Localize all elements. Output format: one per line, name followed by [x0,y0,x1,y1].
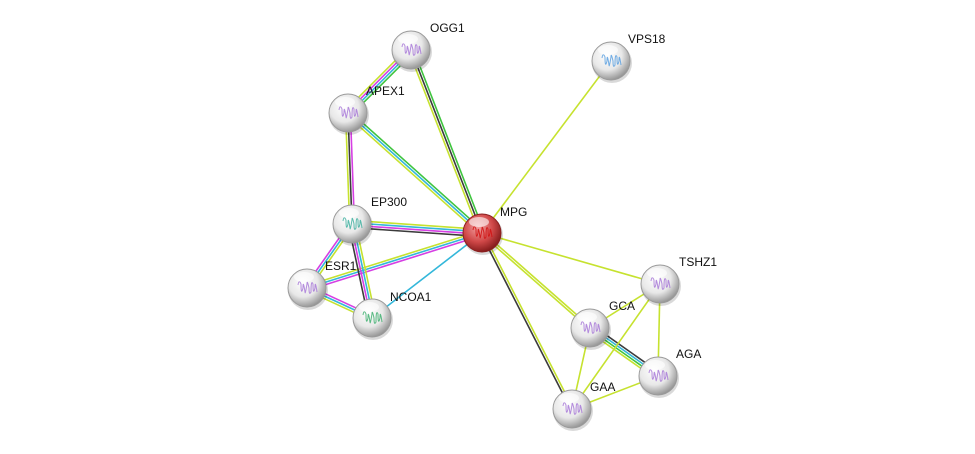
protein-structure-icon [601,54,622,67]
edge-ogg1-mpg[interactable] [408,48,485,235]
edge-line-textmining [571,283,661,410]
node-label: EP300 [371,195,407,209]
node-label: GCA [609,299,635,313]
node-gaa[interactable]: GAA [552,380,615,431]
node-label: VPS18 [628,32,666,46]
protein-structure-icon [562,402,583,415]
edge-line-textmining [352,219,483,231]
protein-structure-icon [297,281,318,294]
protein-structure-icon [401,43,422,56]
protein-structure-icon [472,226,493,239]
edge-line-textmining [306,229,482,287]
edge-line-textmining [481,60,612,234]
node-highlight [559,393,579,403]
edge-mpg-gca[interactable] [480,231,592,330]
edge-line-experiments [351,224,482,235]
edge-line-databases [371,232,483,319]
edge-mpg-gaa[interactable] [480,232,574,410]
edge-line-textmining [408,50,481,235]
node-ogg1[interactable]: OGG1 [391,21,465,72]
edge-line-textmining [482,232,574,409]
node-vps18[interactable]: VPS18 [591,32,666,83]
edge-line-coexpression [480,233,572,410]
edge-line-textmining [345,114,481,236]
node-highlight [294,272,314,282]
protein-structure-icon [580,321,601,334]
edge-line-textmining [480,233,590,330]
node-highlight [645,360,665,370]
node-highlight [339,208,359,218]
edge-apex1-mpg[interactable] [345,110,485,236]
node-highlight [359,302,379,312]
node-highlight [647,268,667,278]
node-gca[interactable]: GCA [570,299,635,350]
edge-line-databases [306,232,483,289]
node-label: TSHZ1 [679,255,717,269]
edge-ep300-mpg[interactable] [351,219,483,238]
node-label: NCOA1 [390,290,432,304]
node-label: ESR1 [325,259,357,273]
edge-vps18-mpg[interactable] [481,60,612,234]
node-label: AGA [676,347,701,361]
node-label: OGG1 [430,21,465,35]
node-tshz1[interactable]: TSHZ1 [640,255,717,306]
node-highlight [469,217,489,227]
edge-ncoa1-mpg[interactable] [371,232,483,319]
node-highlight [335,97,355,107]
node-apex1[interactable]: APEX1 [328,84,405,135]
edge-line-databases [352,222,483,233]
edge-line-experiments [307,234,483,292]
node-highlight [577,312,597,322]
protein-structure-icon [650,277,671,290]
node-esr1[interactable]: ESR1 [287,259,357,310]
node-highlight [398,34,418,44]
edge-mpg-tshz1[interactable] [481,232,661,285]
edge-line-coexpression [351,226,482,238]
edge-line-databases [347,112,483,234]
node-aga[interactable]: AGA [638,347,701,398]
protein-structure-icon [342,217,363,230]
node-label: APEX1 [366,84,405,98]
protein-structure-icon [338,106,359,119]
edge-esr1-mpg[interactable] [306,229,483,292]
edge-line-coexpression [410,49,483,234]
node-label: MPG [500,205,527,219]
edge-line-textmining [481,232,661,285]
node-highlight [598,45,618,55]
node-ncoa1[interactable]: NCOA1 [352,290,432,340]
edge-line-textmining [482,231,592,328]
node-mpg[interactable]: MPG [462,205,527,255]
edge-line-neighborhood [412,48,485,233]
protein-structure-icon [648,369,669,382]
edge-tshz1-gaa[interactable] [571,283,661,410]
protein-structure-icon [362,311,383,324]
node-label: GAA [590,380,615,394]
edge-line-neighborhood [349,110,485,232]
node-ep300[interactable]: EP300 [332,195,407,246]
